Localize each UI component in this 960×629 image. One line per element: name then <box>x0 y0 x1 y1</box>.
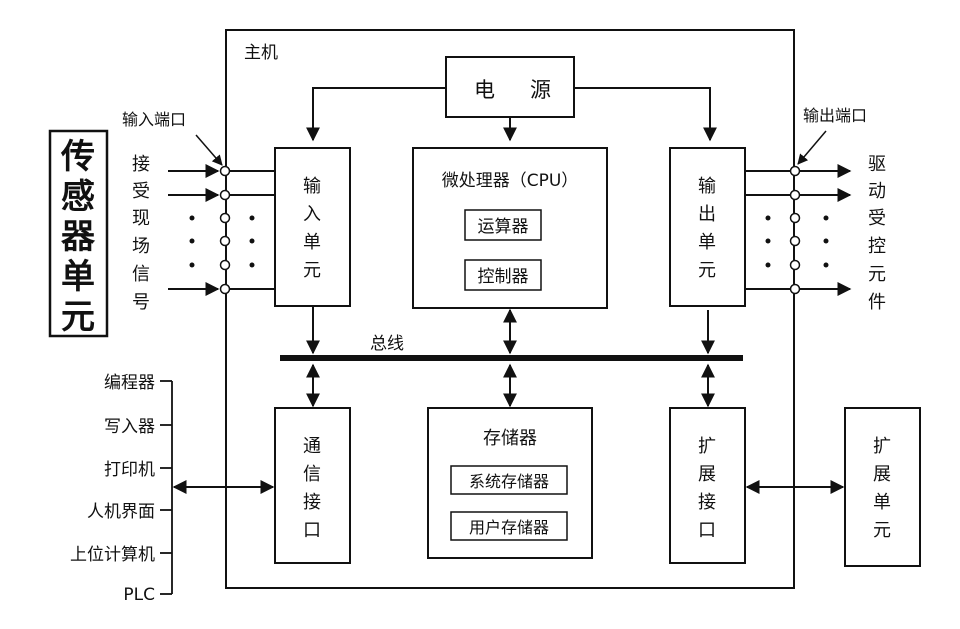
input-signal-label: 接 受 现 场 信 号 <box>132 154 150 313</box>
sensor-char: 传 <box>60 137 95 177</box>
input-unit-label: 输 入 单 元 <box>303 176 321 281</box>
svg-text:元: 元 <box>873 520 891 541</box>
memory-title: 存储器 <box>483 428 537 449</box>
power-char-2: 源 <box>530 78 551 102</box>
svg-text:口: 口 <box>698 520 716 541</box>
host-frame <box>225 29 795 589</box>
expansion-unit-box <box>844 407 921 567</box>
svg-text:扩: 扩 <box>698 436 716 457</box>
cpu-title: 微处理器（CPU） <box>442 171 579 191</box>
svg-text:扩: 扩 <box>873 436 891 457</box>
alu-label: 运算器 <box>478 217 529 237</box>
output-unit-box <box>669 147 746 307</box>
peripheral-item: 编程器 <box>104 373 155 393</box>
svg-text:控: 控 <box>868 236 886 257</box>
peripheral-item: 人机界面 <box>87 502 155 522</box>
svg-text:场: 场 <box>132 236 150 257</box>
svg-text:输: 输 <box>303 176 321 197</box>
svg-text:通: 通 <box>303 436 321 457</box>
sensor-char: 器 <box>61 217 96 257</box>
svg-text:单: 单 <box>873 492 891 513</box>
input-unit-box <box>274 147 351 307</box>
svg-text:接: 接 <box>132 154 150 175</box>
sensor-char: 单 <box>61 257 95 297</box>
output-unit-label: 输 出 单 元 <box>698 176 716 281</box>
power-box <box>445 56 575 118</box>
svg-text:单: 单 <box>303 232 321 253</box>
input-terminals <box>219 165 231 295</box>
sensor-char: 元 <box>61 297 95 337</box>
svg-text:受: 受 <box>868 208 886 229</box>
svg-text:动: 动 <box>868 181 886 202</box>
svg-text:接: 接 <box>303 492 321 513</box>
svg-text:信: 信 <box>303 464 321 485</box>
svg-text:受: 受 <box>132 181 150 202</box>
drive-targets-label: 驱 动 受 控 元 件 <box>868 154 886 313</box>
output-terminals <box>789 165 801 295</box>
svg-text:驱: 驱 <box>868 154 886 175</box>
svg-text:入: 入 <box>303 204 321 225</box>
alu-box <box>464 209 542 241</box>
output-ellipsis-dots <box>765 215 829 268</box>
expansion-unit-label: 扩 展 单 元 <box>873 436 891 541</box>
output-port-pointer <box>797 130 827 165</box>
svg-text:口: 口 <box>303 520 321 541</box>
svg-text:信: 信 <box>132 264 150 285</box>
user-memory-label: 用户存储器 <box>469 518 549 537</box>
bus-connectors <box>306 306 715 408</box>
power-char-1: 电 <box>474 78 495 102</box>
controller-label: 控制器 <box>478 267 529 287</box>
input-ellipsis-dots <box>189 215 255 268</box>
expansion-interface-label: 扩 展 接 口 <box>698 436 716 541</box>
input-port-label: 输入端口 <box>122 110 186 129</box>
svg-text:元: 元 <box>698 260 716 281</box>
system-bus <box>280 355 743 361</box>
sensor-unit-label: 传 感 器 单 元 <box>60 137 96 337</box>
comm-interface-label: 通 信 接 口 <box>303 436 321 541</box>
power-lines <box>306 87 717 142</box>
system-memory-box <box>450 465 568 495</box>
host-label: 主机 <box>244 43 278 63</box>
peripheral-bracket <box>160 380 173 595</box>
peripheral-item: 写入器 <box>104 417 155 437</box>
peripheral-item: 打印机 <box>104 460 155 480</box>
user-memory-box <box>450 511 568 541</box>
svg-text:件: 件 <box>868 292 886 313</box>
svg-text:元: 元 <box>868 264 886 285</box>
peripherals-list: 编程器 写入器 打印机 人机界面 上位计算机 PLC <box>70 373 155 605</box>
input-port-pointer <box>195 134 223 166</box>
sensor-unit-box <box>48 129 109 338</box>
svg-text:展: 展 <box>698 464 716 485</box>
system-memory-label: 系统存储器 <box>469 472 549 491</box>
input-lines <box>168 164 275 296</box>
expansion-interface-box <box>669 407 746 564</box>
svg-text:号: 号 <box>132 292 150 313</box>
svg-text:接: 接 <box>698 492 716 513</box>
peripheral-item: 上位计算机 <box>70 545 155 565</box>
svg-text:展: 展 <box>873 464 891 485</box>
output-lines <box>745 164 852 296</box>
svg-text:输: 输 <box>698 176 716 197</box>
comm-interface-box <box>274 407 351 564</box>
svg-text:现: 现 <box>132 208 150 229</box>
svg-text:单: 单 <box>698 232 716 253</box>
output-port-label: 输出端口 <box>803 106 867 125</box>
svg-text:出: 出 <box>698 204 716 225</box>
peripheral-item: PLC <box>123 585 155 605</box>
controller-box <box>464 259 542 291</box>
sensor-char: 感 <box>61 177 95 217</box>
bus-label: 总线 <box>370 334 404 354</box>
svg-text:元: 元 <box>303 260 321 281</box>
